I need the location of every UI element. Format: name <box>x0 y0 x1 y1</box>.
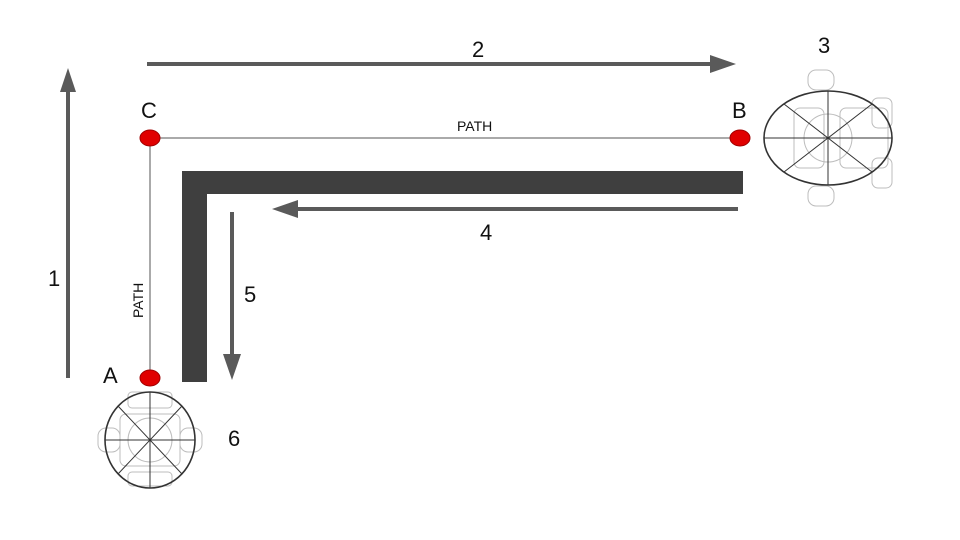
wall-obstacle <box>182 171 743 382</box>
robot-end-icon <box>763 69 893 207</box>
point-c-marker <box>139 129 161 147</box>
path-label-left: PATH <box>130 283 146 318</box>
step-2-label: 2 <box>472 37 484 62</box>
point-b-label: B <box>732 98 747 123</box>
step-1-label: 1 <box>48 266 60 291</box>
step-3-label: 3 <box>818 33 830 58</box>
arrow-1 <box>60 68 76 378</box>
point-a-marker <box>139 369 161 387</box>
arrow-2 <box>147 55 736 73</box>
robot-start-icon <box>97 391 203 489</box>
step-5-label: 5 <box>244 282 256 307</box>
point-a-label: A <box>103 363 118 388</box>
path-label-top: PATH <box>457 118 492 134</box>
step-4-label: 4 <box>480 220 492 245</box>
point-c-label: C <box>141 98 157 123</box>
arrow-5 <box>223 212 241 380</box>
point-b-marker <box>729 129 751 147</box>
step-6-label: 6 <box>228 426 240 451</box>
arrow-4 <box>272 200 738 218</box>
